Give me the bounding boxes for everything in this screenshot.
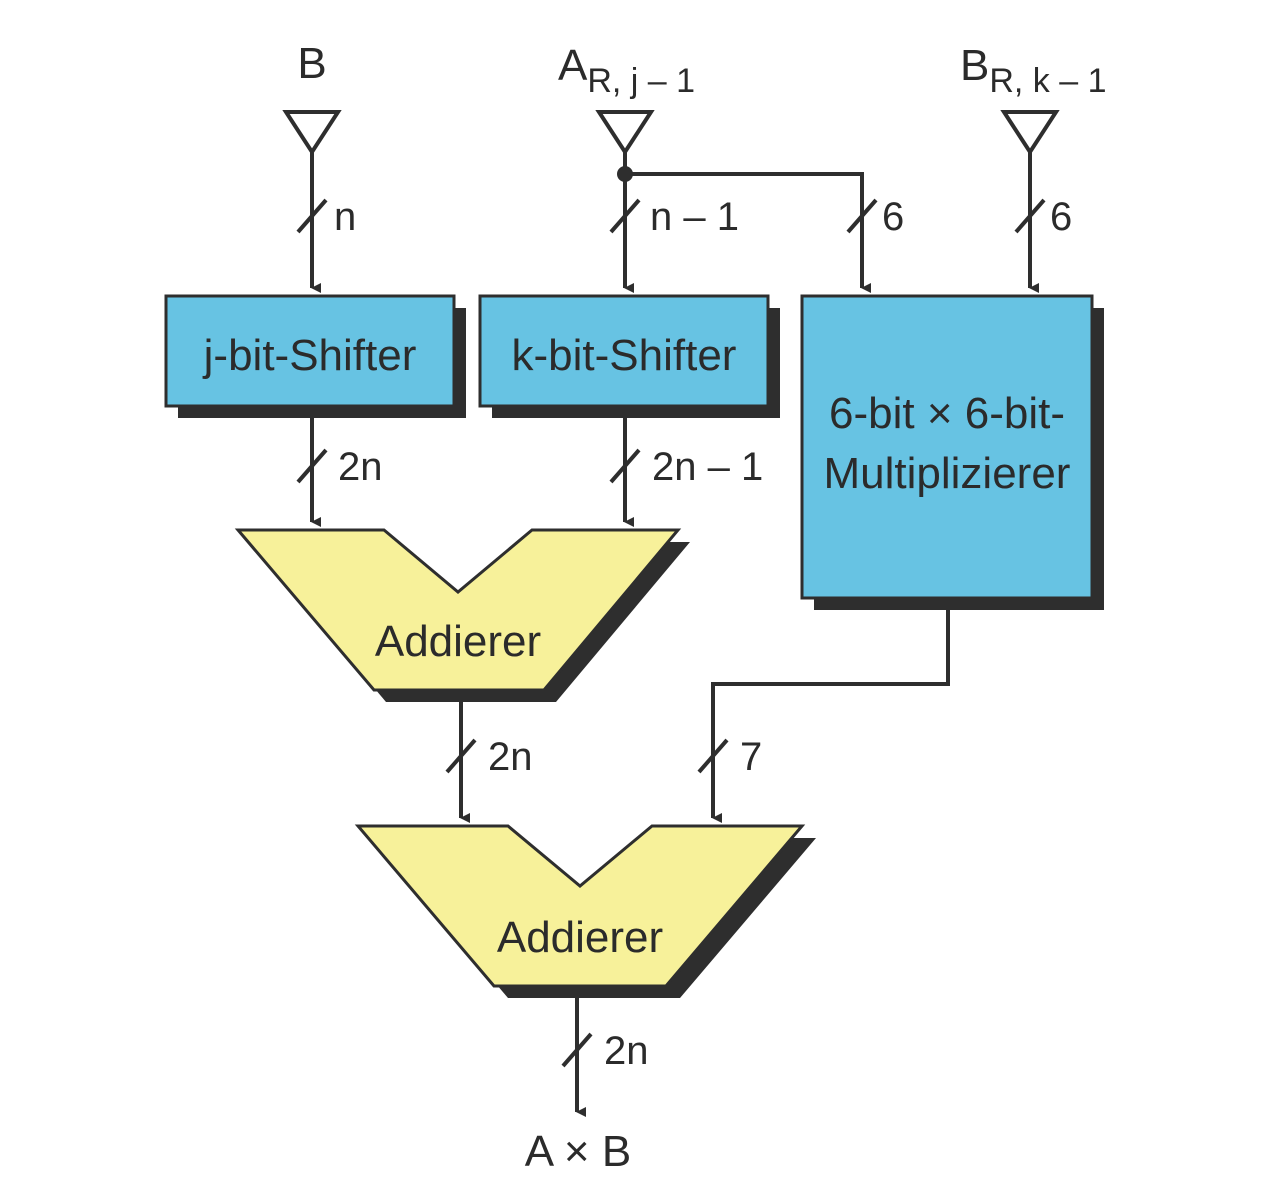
bus-tick-adder1-out	[445, 738, 477, 774]
bus-tick-jshift-out	[296, 448, 328, 484]
bus-width-a-in: n – 1	[650, 195, 739, 239]
input-label-a: AR, j – 1	[558, 41, 695, 100]
multiplier-block	[800, 294, 1094, 600]
bus-width-br-in: 6	[1050, 195, 1072, 239]
adder1-block	[234, 528, 682, 692]
bus-width-adder1-out: 2n	[488, 735, 533, 779]
bus-tick-a	[609, 198, 641, 234]
multiplier-label-line1: 6-bit × 6-bit-	[829, 389, 1065, 438]
bus-tick-b	[296, 198, 328, 234]
bus-width-final-out: 2n	[604, 1029, 649, 1073]
bus-width-a-to-mult: 6	[882, 195, 904, 239]
input-label-br-sub: R, k – 1	[989, 62, 1106, 100]
adder1-label: Addierer	[375, 617, 541, 666]
bus-tick-kshift-out	[609, 448, 641, 484]
k-shifter-block	[478, 294, 770, 408]
bus-tick-final-out	[561, 1032, 593, 1068]
input-label-a-main: A	[558, 41, 588, 90]
k-shifter-label: k-bit-Shifter	[512, 331, 737, 380]
bus-tick-mult-out	[697, 738, 729, 774]
j-shifter-label: j-bit-Shifter	[202, 331, 417, 380]
bus-width-mult-out: 7	[740, 735, 762, 779]
j-shifter-block	[164, 294, 456, 408]
input-label-br: BR, k – 1	[960, 41, 1107, 100]
input-label-b: B	[297, 39, 326, 88]
input-port-b-icon	[282, 110, 342, 156]
multiplier-label-line2: Multiplizierer	[824, 449, 1071, 498]
bus-tick-br	[1014, 198, 1046, 234]
bus-width-jshift-out: 2n	[338, 445, 383, 489]
input-port-a-icon	[595, 110, 655, 156]
input-label-br-main: B	[960, 41, 989, 90]
bus-width-kshift-out: 2n – 1	[652, 445, 763, 489]
bus-tick-a-mult	[846, 198, 878, 234]
input-port-br-icon	[1000, 110, 1060, 156]
adder2-block	[354, 824, 806, 988]
adder2-label: Addierer	[497, 913, 663, 962]
output-label: A × B	[525, 1127, 631, 1176]
wire-multiplier-to-adder2	[711, 610, 950, 823]
bus-width-b-in: n	[334, 195, 356, 239]
input-label-a-sub: R, j – 1	[587, 62, 695, 100]
wire-a-to-multiplier	[625, 172, 871, 293]
